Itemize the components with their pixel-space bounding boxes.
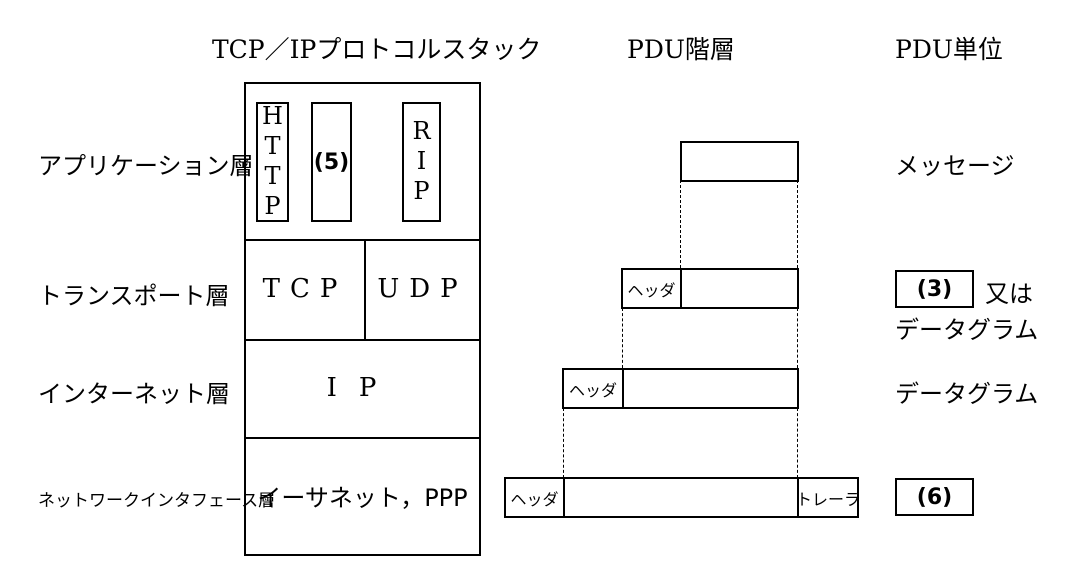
protocol-udp-label: UDP	[377, 274, 468, 304]
dashed-guide-transport-right	[797, 308, 798, 368]
layer-label-application: アプリケーション層	[38, 152, 254, 180]
stack-divider-tcp-udp	[364, 239, 366, 339]
stack-column-title: TCP／IPプロトコルスタック	[212, 35, 542, 64]
unit-blank3-box: (3)	[895, 270, 974, 308]
layer-label-internet: インターネット層	[38, 380, 230, 408]
pdu-frame-data	[563, 477, 799, 518]
protocol-rip-label: RIP	[407, 117, 436, 207]
layer-label-network-interface: ネットワークインタフェース層	[38, 491, 276, 511]
dashed-guide-app-right	[797, 180, 798, 268]
unit-datagram-transport: データグラム	[895, 316, 1039, 344]
protocol-ip-label: IP	[326, 373, 399, 403]
pdu-frame-trailer	[797, 477, 859, 518]
protocol-link-label: イーサネット，PPP	[257, 484, 468, 512]
pdu-transport-header-label: ヘッダ	[627, 280, 676, 300]
stack-divider-transport-internet	[246, 339, 479, 341]
dashed-guide-app-left	[680, 180, 681, 268]
unit-blank6-box: (6)	[895, 478, 974, 516]
layer-label-transport: トランスポート層	[38, 282, 230, 310]
pdu-internet-data	[622, 368, 799, 409]
pdu-unit-column-title: PDU単位	[895, 35, 1003, 64]
unit-blank3-label: (3)	[916, 276, 953, 302]
pdu-layer-column-title: PDU階層	[627, 35, 735, 64]
protocol-blank5-box: (5)	[311, 102, 352, 222]
pdu-frame-trailer-label: トレーラ	[796, 489, 861, 509]
unit-or-word: 又は	[985, 280, 1033, 308]
pdu-frame-header	[504, 477, 565, 518]
protocol-http-label: HTTP	[258, 102, 287, 222]
pdu-application-data	[680, 141, 799, 182]
unit-message: メッセージ	[895, 152, 1015, 180]
unit-datagram-internet: データグラム	[895, 380, 1039, 408]
protocol-rip-box: RIP	[402, 102, 441, 222]
protocol-stack: HTTP (5) RIP TCP UDP IP イーサネット，PPP	[244, 82, 481, 556]
dashed-guide-internet-left	[563, 408, 564, 478]
dashed-guide-internet-right	[797, 408, 798, 478]
protocol-blank5-label: (5)	[313, 149, 350, 175]
protocol-http-box: HTTP	[256, 102, 289, 222]
stack-divider-app-transport	[246, 239, 479, 241]
pdu-frame-header-label: ヘッダ	[510, 489, 559, 509]
unit-blank6-label: (6)	[916, 484, 953, 510]
pdu-internet-header-label: ヘッダ	[568, 380, 617, 400]
dashed-guide-transport-left	[622, 308, 623, 368]
stack-divider-internet-network	[246, 437, 479, 439]
pdu-transport-data	[680, 268, 799, 309]
protocol-tcp-label: TCP	[262, 274, 348, 304]
